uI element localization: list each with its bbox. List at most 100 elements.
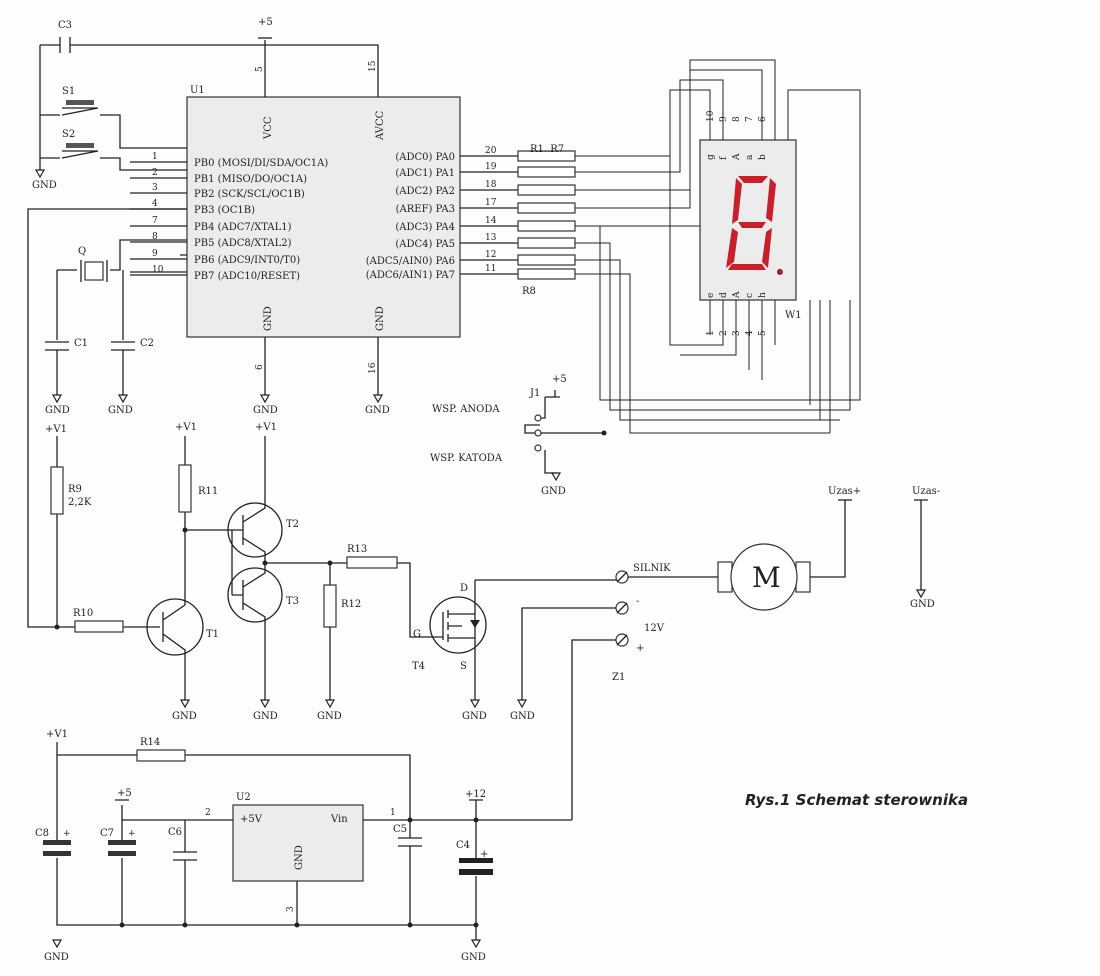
gnd-arrow [324,699,336,709]
s2-wires [40,157,187,171]
uzas-minus-label: Uzas- [912,486,940,497]
series-resistor [517,220,576,232]
t2-leads [232,436,266,565]
gnd-arrow-symbols [34,169,927,949]
segment-f [732,178,742,224]
r1r7-label: R1..R7 [530,144,564,155]
t2-body [227,502,283,558]
v1-label-c: +V1 [255,422,277,433]
c4-label: C4 [456,840,470,851]
j1-pin-3 [534,444,542,452]
c7-label: C7 [100,828,114,839]
resistor-array [517,150,576,280]
w1-bottom-pin-number: 2 [719,330,729,336]
u1-right-pin-label: (ADC4) PA5 [395,239,455,250]
u2-pin1: 1 [390,808,396,818]
w1-top-pin-letter: f [719,156,729,160]
u2-body [232,804,364,882]
gnd-label-5: GND [365,405,390,416]
c1-c2-wires-bottom [56,350,124,395]
disp-bottom-routing [669,150,776,380]
z1-minus-label: - [636,596,639,607]
t4-label: T4 [412,661,425,672]
t4-g-label: G [413,629,421,640]
t4-s-label: S [460,661,467,672]
w1-top-pin-letter: a [745,154,755,160]
u1-avcc-pin: 15 [368,60,378,72]
w1-label: W1 [785,310,802,321]
u1-left-pin-label: PB7 (ADC10/RESET) [194,271,300,282]
u1-avcc-label: AVCC [375,110,386,141]
gnd-label-4: GND [253,405,278,416]
t4-d-label: D [460,583,468,594]
r9-body [50,466,64,515]
r10-body [74,620,124,633]
segment-d [728,264,766,270]
v1-label-a: +V1 [45,424,67,435]
w1-top-pin-number: 7 [745,116,755,122]
gnd-label-2: GND [45,405,70,416]
motor-brush-left [717,561,733,593]
v1-label-d: +V1 [46,729,68,740]
u1-left-pin-number: 8 [152,232,158,242]
s2-button [66,143,94,148]
c1-c2-plates [45,341,135,351]
u1-right-pin-number: 19 [485,162,497,172]
z1-wires [521,576,718,820]
s1-label: S1 [62,86,75,97]
w1-top-pin-number: 8 [732,116,742,122]
junction-dots [54,527,479,928]
u2-5v-label: +5V [240,814,263,825]
j1-p5-stub [545,390,560,398]
r8-label: R8 [522,286,536,297]
wsp-anoda-label: WSP. ANODA [432,404,500,415]
w1-top-pin-letter: A [732,153,742,161]
gnd-label-uzas: GND [910,599,935,610]
u1-right-pin-label: (ADC5/AIN0) PA6 [366,256,455,267]
gnd-label-6: GND [541,486,566,497]
u1-right-pin-label: (ADC6/AIN1) PA7 [366,270,455,281]
r12-body [323,584,337,628]
u1-vcc-pin: 5 [255,66,265,72]
motor-brush-right [795,561,811,593]
pb3-to-r10-wire [27,208,187,628]
figure-caption: Rys.1 Schemat sterownika [745,791,968,809]
t3-label: T3 [286,596,299,607]
u1-left-pin-number: 10 [152,265,164,275]
u2-ref: U2 [236,792,251,803]
u2-vin-label: Vin [330,814,348,825]
w1-bottom-pin-number: 4 [745,330,755,336]
z1-plus-label: + [636,643,644,654]
u1-left-pin-number: 9 [152,249,158,259]
crystal-q-plates [80,260,108,282]
t1-label: T1 [206,629,219,640]
gnd-arrow [51,939,63,949]
t2-label: T2 [286,519,299,530]
r14-label: R14 [140,737,160,748]
crystal-q-body [84,261,104,281]
r13-wire [397,562,430,638]
u1-left-pin-number: 7 [152,216,158,226]
u1-gnd-wires [264,337,379,395]
segment-dp [777,269,783,275]
u1-right-pin-label: (ADC2) PA2 [395,186,455,197]
c8-label: C8 [35,828,49,839]
disp-wire-pa4 [575,89,861,401]
gnd-arrow [259,699,271,709]
c4-plate-bottom [459,869,493,875]
s1-button [66,100,94,105]
w1-bottom-pin-letter: c [745,293,755,298]
r9-value: 2,2K [68,497,92,508]
c4-plate-top [459,858,493,863]
uzas-minus-wire [914,499,928,590]
gnd-arrow [469,699,481,709]
u1-power-wires [264,40,379,97]
c7-plate-top [108,840,136,845]
z1-terminal-silnik-slash [616,571,628,583]
u1-right-pin-label: (ADC1) PA1 [395,168,455,179]
series-resistor [517,184,576,196]
u1-right-pin-label: (ADC0) PA0 [395,152,455,163]
j1-pin-1 [534,414,542,422]
